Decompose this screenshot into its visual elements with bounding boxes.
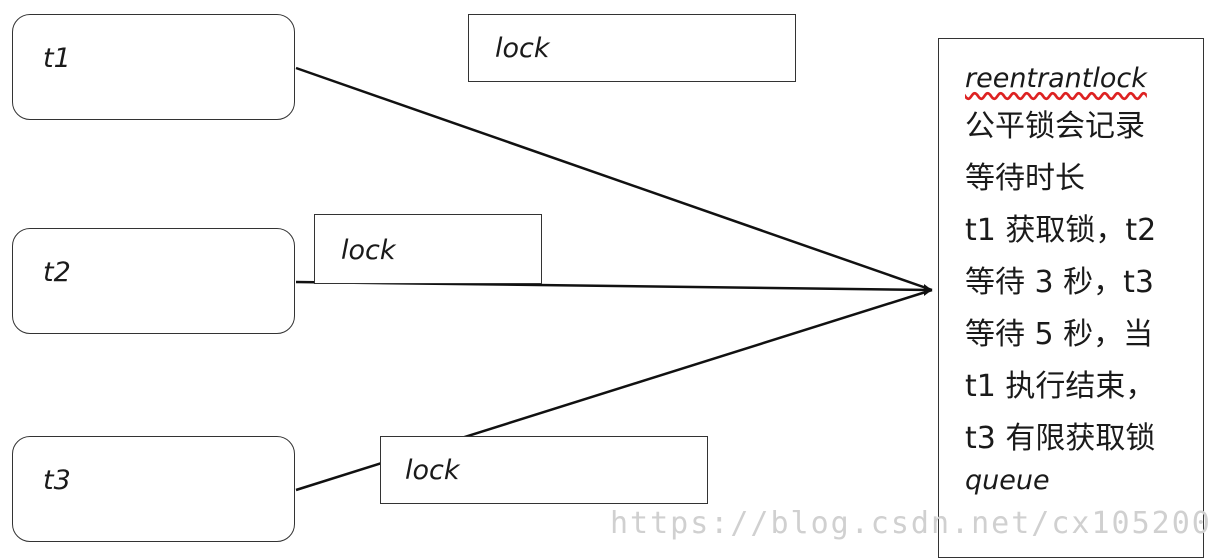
arrowhead xyxy=(924,284,932,296)
watermark: https://blog.csdn.net/cx105200 xyxy=(610,506,1210,541)
note-line: 等待时长 xyxy=(965,161,1085,196)
note-line: 公平锁会记录 xyxy=(965,109,1145,144)
note-footer: queue xyxy=(965,465,1050,496)
note-line: t3 有限获取锁 xyxy=(965,421,1156,456)
lock-box-3: lock xyxy=(380,436,708,504)
note-line: t1 获取锁，t2 xyxy=(965,213,1157,248)
lock-box-1: lock xyxy=(468,14,796,82)
thread-box-t1: t1 xyxy=(12,14,295,120)
thread-box-t2: t2 xyxy=(12,228,295,334)
connector-t1 xyxy=(295,66,933,292)
note-line: t1 执行结束， xyxy=(965,369,1156,404)
lock-label: lock xyxy=(495,33,550,64)
thread-label: t3 xyxy=(43,465,71,496)
lock-label: lock xyxy=(341,235,396,266)
thread-box-t3: t3 xyxy=(12,436,295,542)
thread-label: t2 xyxy=(43,257,71,288)
note-line: 等待 3 秒，t3 xyxy=(965,265,1155,300)
note-title: reentrantlock xyxy=(965,63,1147,94)
lock-box-2: lock xyxy=(314,214,542,284)
note-line: 等待 5 秒，当 xyxy=(965,317,1154,352)
note-panel: reentrantlock 公平锁会记录 等待时长 t1 获取锁，t2 等待 3… xyxy=(938,38,1204,558)
thread-label: t1 xyxy=(43,43,71,74)
lock-label: lock xyxy=(405,455,460,486)
